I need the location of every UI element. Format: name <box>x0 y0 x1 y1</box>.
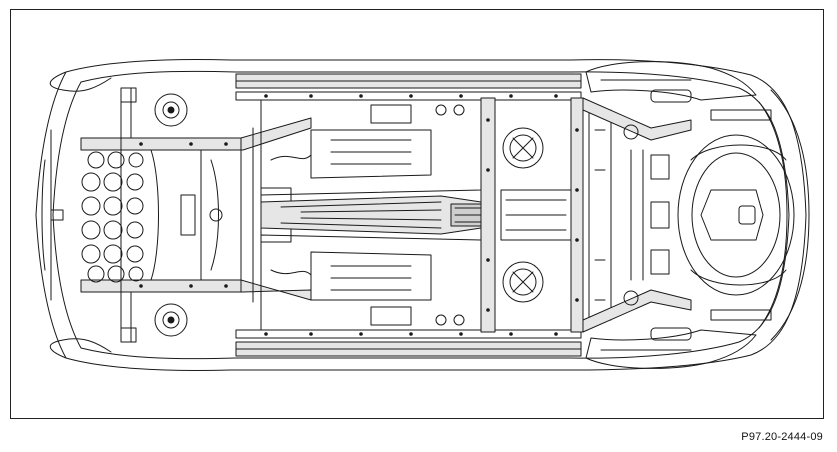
side-rail-lower <box>235 329 582 357</box>
floor-panel-lower <box>260 234 482 331</box>
fastener-dots <box>139 94 579 336</box>
front-bumper-upper <box>49 71 112 92</box>
floor-panel-upper <box>260 99 482 196</box>
illustration-frame <box>10 9 824 419</box>
rear-subframe <box>582 97 692 333</box>
seat-crossmember <box>480 97 496 333</box>
rear-bumper <box>770 89 810 341</box>
center-tunnel <box>260 195 486 235</box>
front-strut-tower-lower <box>154 303 188 337</box>
body-outline <box>35 59 807 371</box>
front-crossmember <box>240 127 254 303</box>
front-bumper-lower <box>49 338 112 359</box>
side-rail-upper <box>235 73 582 101</box>
body-inner-outline <box>52 70 790 360</box>
front-member-lower <box>80 279 312 301</box>
front-strut-tower-upper <box>154 93 188 127</box>
rear-wheelarch-upper <box>585 61 757 101</box>
engine-bay-holes <box>81 151 144 283</box>
front-member-upper <box>80 117 312 151</box>
rear-crossmember <box>570 97 612 333</box>
figure-reference-code: P97.20-2444-09 <box>741 431 823 443</box>
spare-wheel-well <box>677 134 795 296</box>
rear-wheelarch-lower <box>585 329 757 369</box>
rear-floor-wheel-lower <box>502 261 544 303</box>
rear-floor-wheel-upper <box>502 127 544 169</box>
underbody-drawing <box>35 59 810 371</box>
